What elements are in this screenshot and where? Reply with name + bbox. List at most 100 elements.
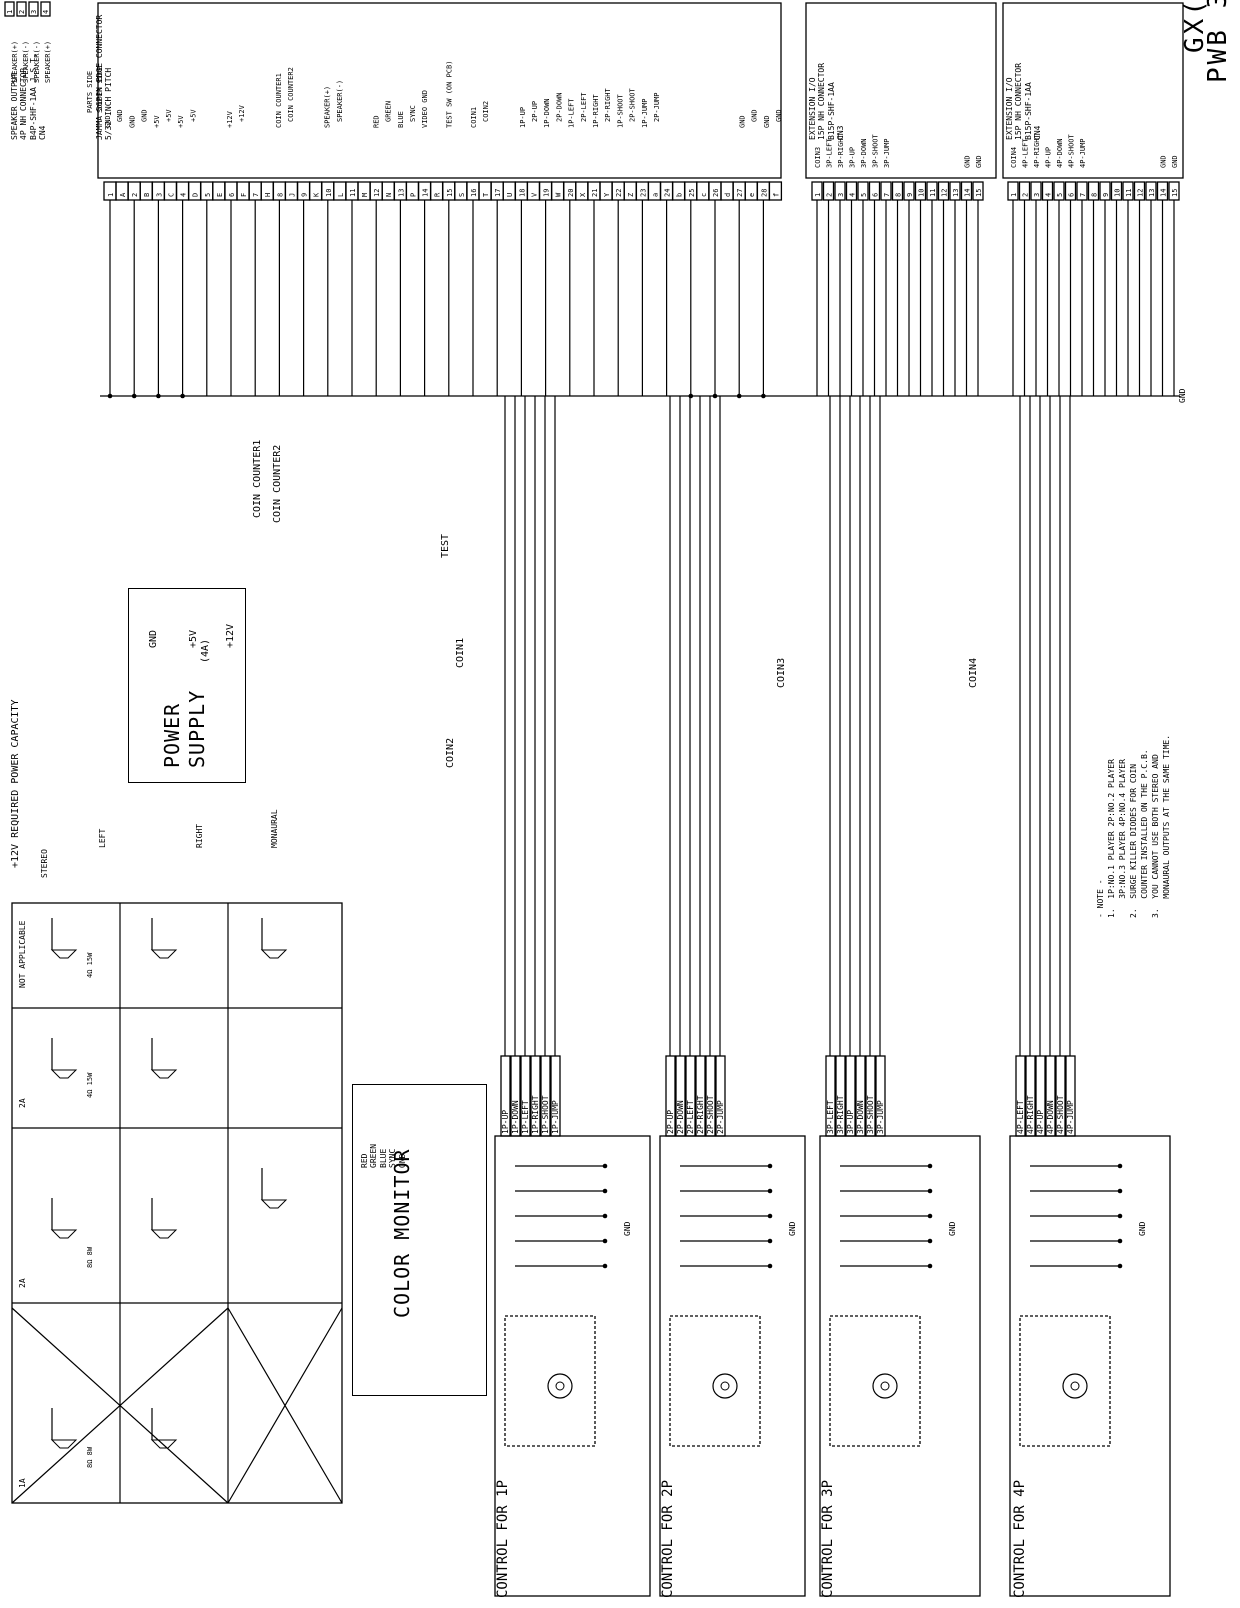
color-monitor-box	[352, 1084, 487, 1396]
junction-dot	[927, 1213, 933, 1219]
junction-dot	[927, 1188, 933, 1194]
ext-pin-number: 3	[1033, 193, 1041, 197]
junction-dot	[1117, 1163, 1123, 1169]
jamma-pin-box	[768, 181, 783, 201]
jamma-signal: SYNC	[409, 105, 417, 122]
jamma-signal: COIN COUNTER2	[287, 67, 295, 122]
speaker-pin: 4	[42, 10, 50, 14]
jamma-signal: VIDEO GND	[421, 90, 429, 128]
stereo-label: STEREO	[40, 849, 49, 878]
jamma-pin-box	[175, 181, 190, 201]
jamma-signal: RED	[372, 115, 380, 128]
control-signal: 4P-UP	[1036, 1110, 1045, 1134]
jamma-pin-box	[151, 181, 166, 201]
jamma-signal: COIN1	[470, 107, 478, 128]
cn3-connector-box	[805, 2, 997, 179]
control-box	[659, 1135, 806, 1597]
jamma-pin-box	[405, 181, 420, 201]
ext-pin-box	[1087, 181, 1100, 201]
ext-pin-number: 5	[860, 193, 868, 197]
header-line: RED	[360, 1153, 369, 1168]
jamma-pin-letter: X	[579, 192, 587, 197]
control-2p-title: CONTROL FOR 2P	[660, 1479, 676, 1598]
control-signal: 4P-LEFT	[1016, 1100, 1025, 1134]
junction-dot	[736, 393, 742, 399]
power-supply-label1: POWER	[160, 702, 184, 768]
ext-pin-number: 9	[906, 193, 914, 197]
speaker-pin-signal: SPEAKER(-)	[33, 41, 41, 83]
junction-dot	[767, 1263, 773, 1269]
ext-pin-signal: COIN3	[814, 147, 822, 168]
junction-dot	[1117, 1188, 1123, 1194]
junction-dot	[1117, 1213, 1123, 1219]
jamma-signal: GND	[104, 115, 112, 128]
jamma-pin-box	[296, 181, 311, 201]
speaker-glyph	[150, 949, 178, 959]
speaker-glyph	[50, 1229, 78, 1239]
jamma-pin-letter: N	[385, 193, 393, 197]
jamma-signal: 1P-UP	[519, 107, 527, 128]
jamma-pin-letter: C	[167, 193, 175, 197]
junction-dot	[927, 1263, 933, 1269]
speaker-pin: 3	[30, 10, 38, 14]
jamma-signal: 2P-DOWN	[555, 92, 563, 122]
ext-pin-number: 13	[1148, 189, 1156, 197]
jamma-signal: 1P-SHOOT	[616, 93, 624, 128]
control-signal: 2P-JUMP	[716, 1100, 725, 1134]
jamma-signal: 1P-RIGHT	[592, 93, 600, 128]
ext-pin-box	[868, 181, 881, 201]
control-gnd: GND	[948, 1221, 957, 1236]
jamma-signal: +5V	[177, 115, 185, 128]
ext-pin-number: 1	[1010, 193, 1018, 197]
jamma-signal: SPEAKER(-)	[336, 80, 344, 122]
jamma-pin-number: 16	[470, 189, 478, 197]
jamma-pin-box	[248, 181, 262, 201]
control-signal: 2P-RIGHT	[696, 1095, 705, 1134]
joystick-dotted-box	[504, 1315, 596, 1447]
ext-pin-number: 8	[895, 193, 903, 197]
jamma-pin-box	[550, 181, 565, 201]
jamma-signal: +12V	[238, 104, 246, 122]
control-signal: 4P-DOWN	[1046, 1100, 1055, 1134]
jamma-pin-number: 7	[252, 193, 260, 197]
jamma-signal: +5V	[165, 109, 173, 122]
ext-pin-signal: 3P-DOWN	[860, 138, 868, 168]
jamma-pin-number: 5	[204, 193, 212, 197]
control-signal: 3P-UP	[846, 1110, 855, 1134]
speaker-pin: 2	[18, 10, 26, 14]
jamma-pin-letter: a	[651, 193, 659, 197]
control-signal: 1P-RIGHT	[531, 1095, 540, 1134]
jamma-pin-letter: J	[288, 193, 296, 197]
jamma-signal: 2P-SHOOT	[629, 87, 637, 122]
ext-pin-signal: 4P-DOWN	[1056, 138, 1064, 168]
control-signal: 1P-JUMP	[551, 1100, 560, 1134]
junction-dot	[107, 393, 113, 399]
ext-pin-signal: 3P-JUMP	[883, 138, 891, 168]
jamma-pin-letter: M	[361, 193, 369, 197]
jamma-pin-box	[260, 181, 274, 201]
ext-pin-signal: 3P-SHOOT	[872, 133, 880, 168]
jamma-pin-number: 15	[446, 189, 454, 197]
ext-pin-number: 8	[1091, 193, 1099, 197]
ext-pin-number: 2	[826, 193, 834, 197]
jamma-pin-box	[333, 181, 347, 201]
note-line: 3. YOU CANNOT USE BOTH STEREO AND	[1151, 754, 1160, 918]
jamma-pin-box	[127, 181, 141, 201]
jamma-pin-number: 14	[422, 189, 430, 197]
junction-dot	[712, 393, 718, 399]
jamma-pin-number: 3	[155, 193, 163, 197]
ext-pin-number: 11	[929, 189, 937, 197]
ext-pin-number: 12	[941, 189, 949, 197]
header-line: SYNC	[388, 1148, 398, 1168]
speaker-impedance: 8Ω 8W	[86, 1246, 94, 1268]
junction-dot	[927, 1163, 933, 1169]
ext-pin-box	[811, 181, 823, 201]
ext-pin-box	[1030, 181, 1042, 201]
jamma-pin-number: 22	[615, 189, 623, 197]
coin-counter1-label: COIN COUNTER1	[252, 439, 263, 518]
coin4-switch-label: COIN4	[968, 657, 979, 688]
ext-pin-number: 1	[814, 193, 822, 197]
control-signal: 3P-SHOOT	[866, 1095, 875, 1134]
jamma-pin-box	[224, 181, 238, 201]
joystick-circle	[1062, 1373, 1088, 1399]
